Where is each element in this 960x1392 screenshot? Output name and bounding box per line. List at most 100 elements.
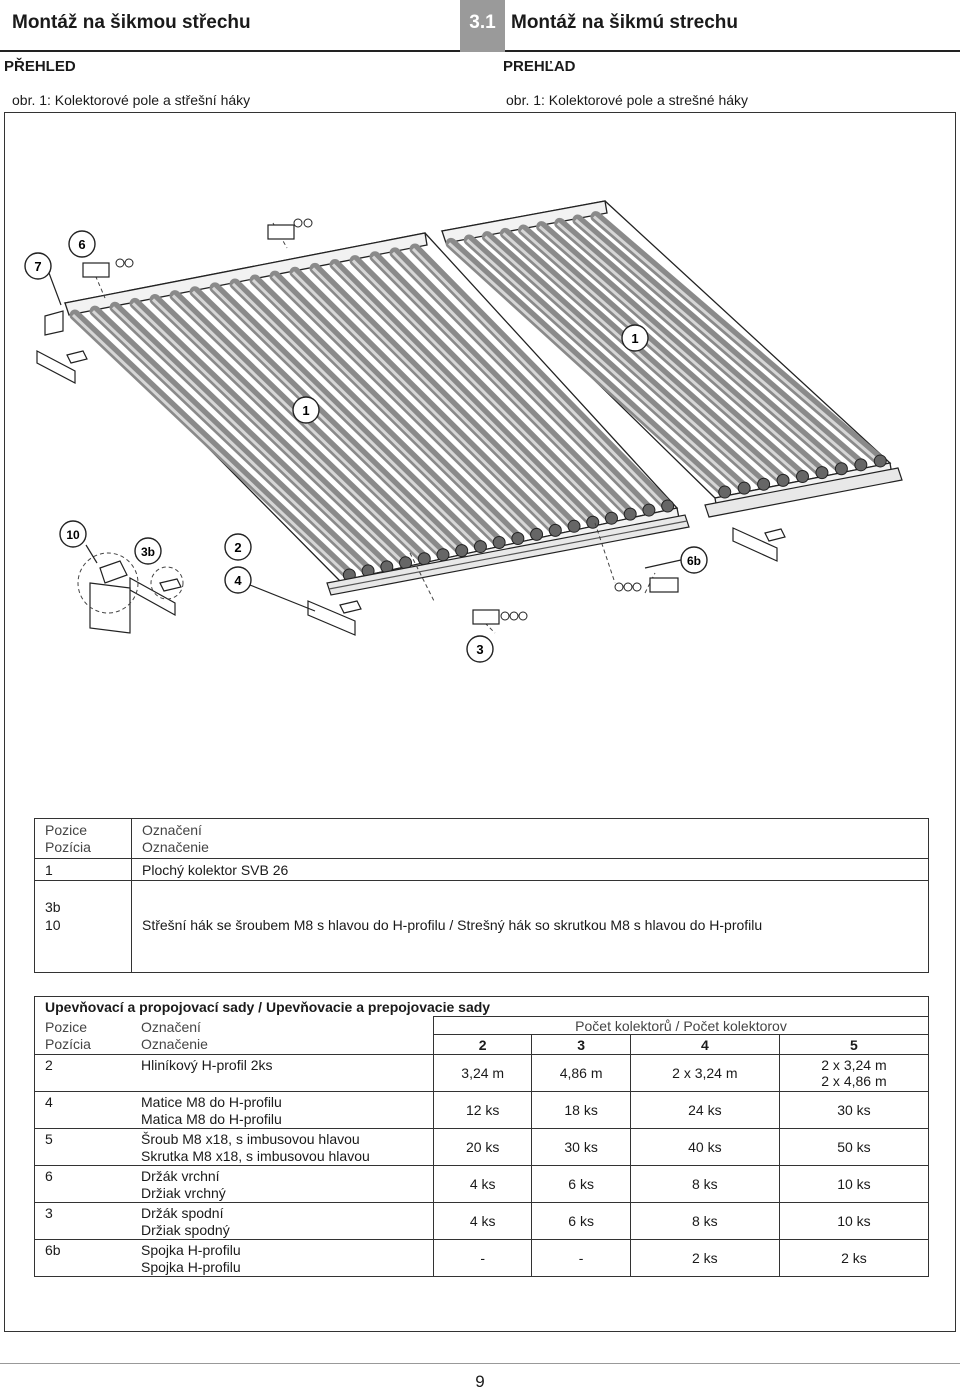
collector-tube-highlight xyxy=(371,255,630,516)
set-row-value: 2 x 3,24 m xyxy=(629,1054,780,1092)
parts-head-pos: Pozice Pozícia xyxy=(34,818,132,859)
set-row-value: 10 ks xyxy=(778,1165,930,1203)
screws xyxy=(115,218,642,621)
collector-right-tubes xyxy=(445,211,887,499)
count-col-header: 5 xyxy=(778,1034,930,1055)
set-row-value: - xyxy=(432,1239,533,1277)
collector-tube-highlight xyxy=(574,218,860,466)
collector-tube-highlight xyxy=(466,238,744,490)
set-table-title: Upevňovací a propojovací sady / Upevňova… xyxy=(34,996,929,1017)
set-row-value: 6 ks xyxy=(531,1165,631,1203)
callout-2: 2 xyxy=(224,533,252,561)
collector-tube-highlight xyxy=(271,275,536,536)
collector-tube-highlight xyxy=(211,286,480,548)
header-right: Montáž na šikmú strechu xyxy=(505,0,960,52)
collector-tube-highlight xyxy=(251,278,517,540)
set-head-pos: Pozice Pozícia xyxy=(34,1016,131,1055)
roof-hook-3b xyxy=(129,576,176,617)
callout-label: 1 xyxy=(631,331,638,346)
callout-1a: 1 xyxy=(621,324,649,352)
set-head-count: Počet kolektorů / Počet kolektorov xyxy=(433,1016,929,1035)
set-row-pos: 6b xyxy=(34,1239,131,1277)
figure-caption-sk: obr. 1: Kolektorové pole a strešné háky xyxy=(506,92,749,108)
roof-hook-right xyxy=(732,527,778,562)
collector-tube-highlight xyxy=(91,310,368,573)
collector-tube-highlight xyxy=(391,251,648,512)
set-row-pos: 6 xyxy=(34,1165,131,1203)
callout-6b: 6b xyxy=(680,546,708,574)
parts-table: Pozice Pozícia Označení Označenie 1 Ploc… xyxy=(34,818,929,973)
collector-tube-highlight xyxy=(520,228,802,478)
tube-cap xyxy=(548,523,562,537)
collector-tube-highlight xyxy=(171,294,443,556)
set-row-value: 8 ks xyxy=(629,1202,780,1240)
tube-cap xyxy=(737,481,751,495)
collector-left-tubes xyxy=(69,243,675,582)
roof-hooks xyxy=(36,224,786,636)
parts-row-pos: 3b 10 xyxy=(34,880,132,973)
set-head-des: Označení Označenie xyxy=(131,1016,434,1055)
callout-label: 7 xyxy=(34,259,41,274)
footer-line xyxy=(0,1363,960,1364)
holder-top-right xyxy=(267,224,295,240)
tube-cap xyxy=(623,507,637,521)
tube-cap xyxy=(436,548,450,562)
header-left: Montáž na šikmou střechu xyxy=(0,0,460,52)
section-heading-sk: PREHĽAD xyxy=(503,58,576,75)
set-row-value: 8 ks xyxy=(629,1165,780,1203)
collector-tube-highlight xyxy=(502,232,783,482)
set-row-pos: 4 xyxy=(34,1091,131,1129)
set-row-value: 40 ks xyxy=(629,1128,780,1166)
tube-cap xyxy=(492,536,506,550)
holder-bottom-right xyxy=(649,577,679,593)
set-row-value: 20 ks xyxy=(432,1128,533,1166)
tube-cap xyxy=(473,540,487,554)
roof-hook-left xyxy=(36,350,76,384)
set-row-pos: 3 xyxy=(34,1202,131,1240)
mounting-diagram: 7 6 1 1 10 3b 2 4 6b 3 xyxy=(24,200,903,663)
set-row-des: Hliníkový H-profil 2ks xyxy=(131,1054,434,1092)
collector-tube-highlight xyxy=(311,267,574,528)
tube-cap xyxy=(834,462,848,476)
holder-bottom xyxy=(472,609,500,625)
count-col-header: 2 xyxy=(432,1034,533,1055)
set-row-value: 10 ks xyxy=(778,1202,930,1240)
set-row-value: 2 ks xyxy=(778,1239,930,1277)
tube-cap xyxy=(718,485,732,499)
callout-4: 4 xyxy=(224,566,252,594)
page-number: 9 xyxy=(475,1372,485,1391)
collector-tube-highlight xyxy=(448,242,724,494)
tube-cap xyxy=(455,544,469,558)
set-row-value: 18 ks xyxy=(531,1091,631,1129)
set-row-value: 6 ks xyxy=(531,1202,631,1240)
callout-label: 6b xyxy=(687,554,701,568)
set-row-value: 4 ks xyxy=(432,1165,533,1203)
collector-tube-highlight xyxy=(151,298,424,560)
tube-cap xyxy=(815,466,829,480)
set-row-pos: 2 xyxy=(34,1054,131,1092)
tube-cap xyxy=(417,552,431,566)
page-title-sk: Montáž na šikmú strechu xyxy=(511,12,738,33)
h-profile-rail-right xyxy=(704,467,903,518)
tube-cap xyxy=(567,519,581,533)
collector-tube-highlight xyxy=(556,222,841,470)
collector-tube-highlight xyxy=(351,259,611,520)
set-row-value: 3,24 m xyxy=(432,1054,533,1092)
collector-tube-highlight xyxy=(291,271,555,532)
tube-cap xyxy=(757,477,771,491)
tube-cap xyxy=(511,531,525,545)
collector-tube-highlight xyxy=(411,247,667,508)
collector-tube-highlight xyxy=(331,263,592,524)
tube-cap xyxy=(776,473,790,487)
set-row-value: 4,86 m xyxy=(531,1054,631,1092)
